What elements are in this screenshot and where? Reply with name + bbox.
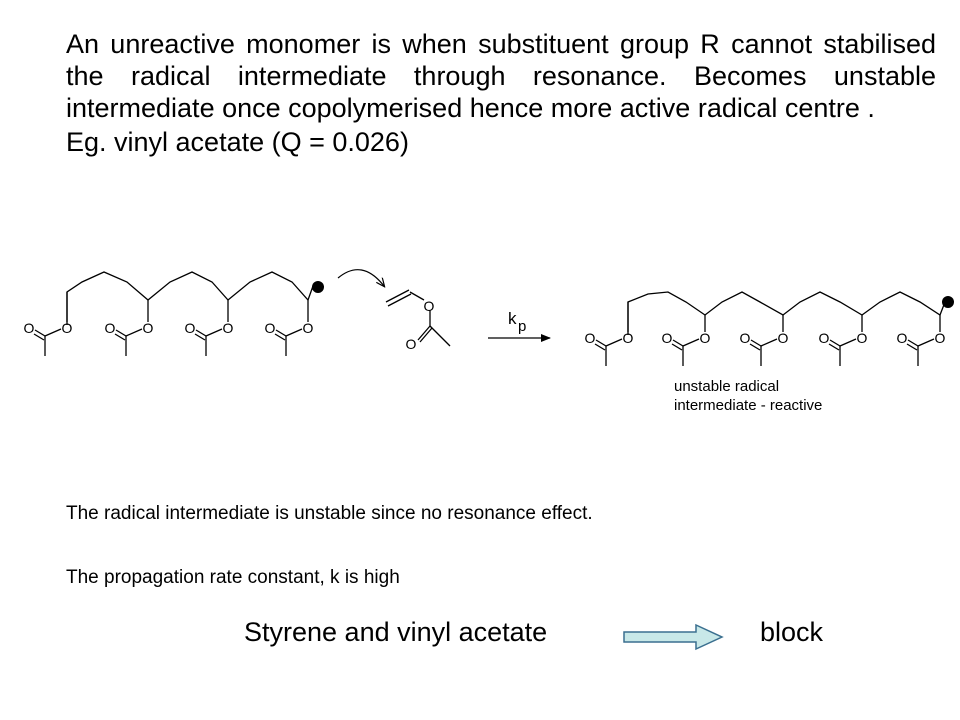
acetate-group: OO: [185, 320, 234, 356]
reactant-polymer-chain: [66, 271, 314, 325]
acetate-group: OO: [265, 320, 314, 356]
carbonyl-oxygen: O: [185, 320, 196, 336]
acetate-group: OO: [740, 330, 789, 366]
curved-arrow: [337, 269, 384, 286]
statement-resonance: The radical intermediate is unstable sin…: [66, 503, 593, 524]
ester-oxygen: O: [303, 320, 314, 336]
conclusion-result: block: [760, 617, 824, 647]
statement-rate-constant: The propagation rate constant, k is high: [66, 567, 400, 588]
ester-oxygen: O: [935, 330, 946, 346]
carbonyl-oxygen: O: [105, 320, 116, 336]
ester-oxygen: O: [700, 330, 711, 346]
rate-constant-subscript: p: [518, 318, 526, 335]
intro-example: Eg. vinyl acetate (Q = 0.026): [66, 127, 409, 157]
carbonyl-oxygen: O: [585, 330, 596, 346]
conclusion-monomers: Styrene and vinyl acetate: [244, 617, 548, 647]
carbonyl-oxygen: O: [740, 330, 751, 346]
acetate-group: OO: [24, 320, 73, 356]
acetate-group: OO: [897, 330, 946, 366]
product-annotation: unstable radical intermediate - reactive: [674, 378, 823, 414]
ester-oxygen: O: [778, 330, 789, 346]
acetate-group: OO: [819, 330, 868, 366]
carbonyl-oxygen: O: [662, 330, 673, 346]
monomer-ester-oxygen: O: [424, 298, 435, 314]
ester-oxygen: O: [62, 320, 73, 336]
ester-oxygen: O: [857, 330, 868, 346]
product-radical-dot: [942, 296, 954, 308]
intro-text: An unreactive monomer is when substituen…: [66, 28, 936, 158]
carbonyl-oxygen: O: [24, 320, 35, 336]
monomer-carbonyl-oxygen: O: [406, 336, 417, 352]
acetate-group: OO: [585, 330, 634, 366]
carbonyl-oxygen: O: [819, 330, 830, 346]
block-arrow: [623, 623, 724, 651]
rate-constant-k: k: [508, 309, 517, 328]
acetate-group: OO: [105, 320, 154, 356]
intro-paragraph: An unreactive monomer is when substituen…: [66, 29, 936, 123]
ester-oxygen: O: [623, 330, 634, 346]
vinyl-acetate-monomer: [385, 289, 451, 347]
ester-oxygen: O: [143, 320, 154, 336]
ester-oxygen: O: [223, 320, 234, 336]
carbonyl-oxygen: O: [265, 320, 276, 336]
carbonyl-oxygen: O: [897, 330, 908, 346]
reactant-radical-dot: [312, 281, 324, 293]
acetate-group: OO: [662, 330, 711, 366]
product-polymer-chain: [627, 291, 946, 335]
